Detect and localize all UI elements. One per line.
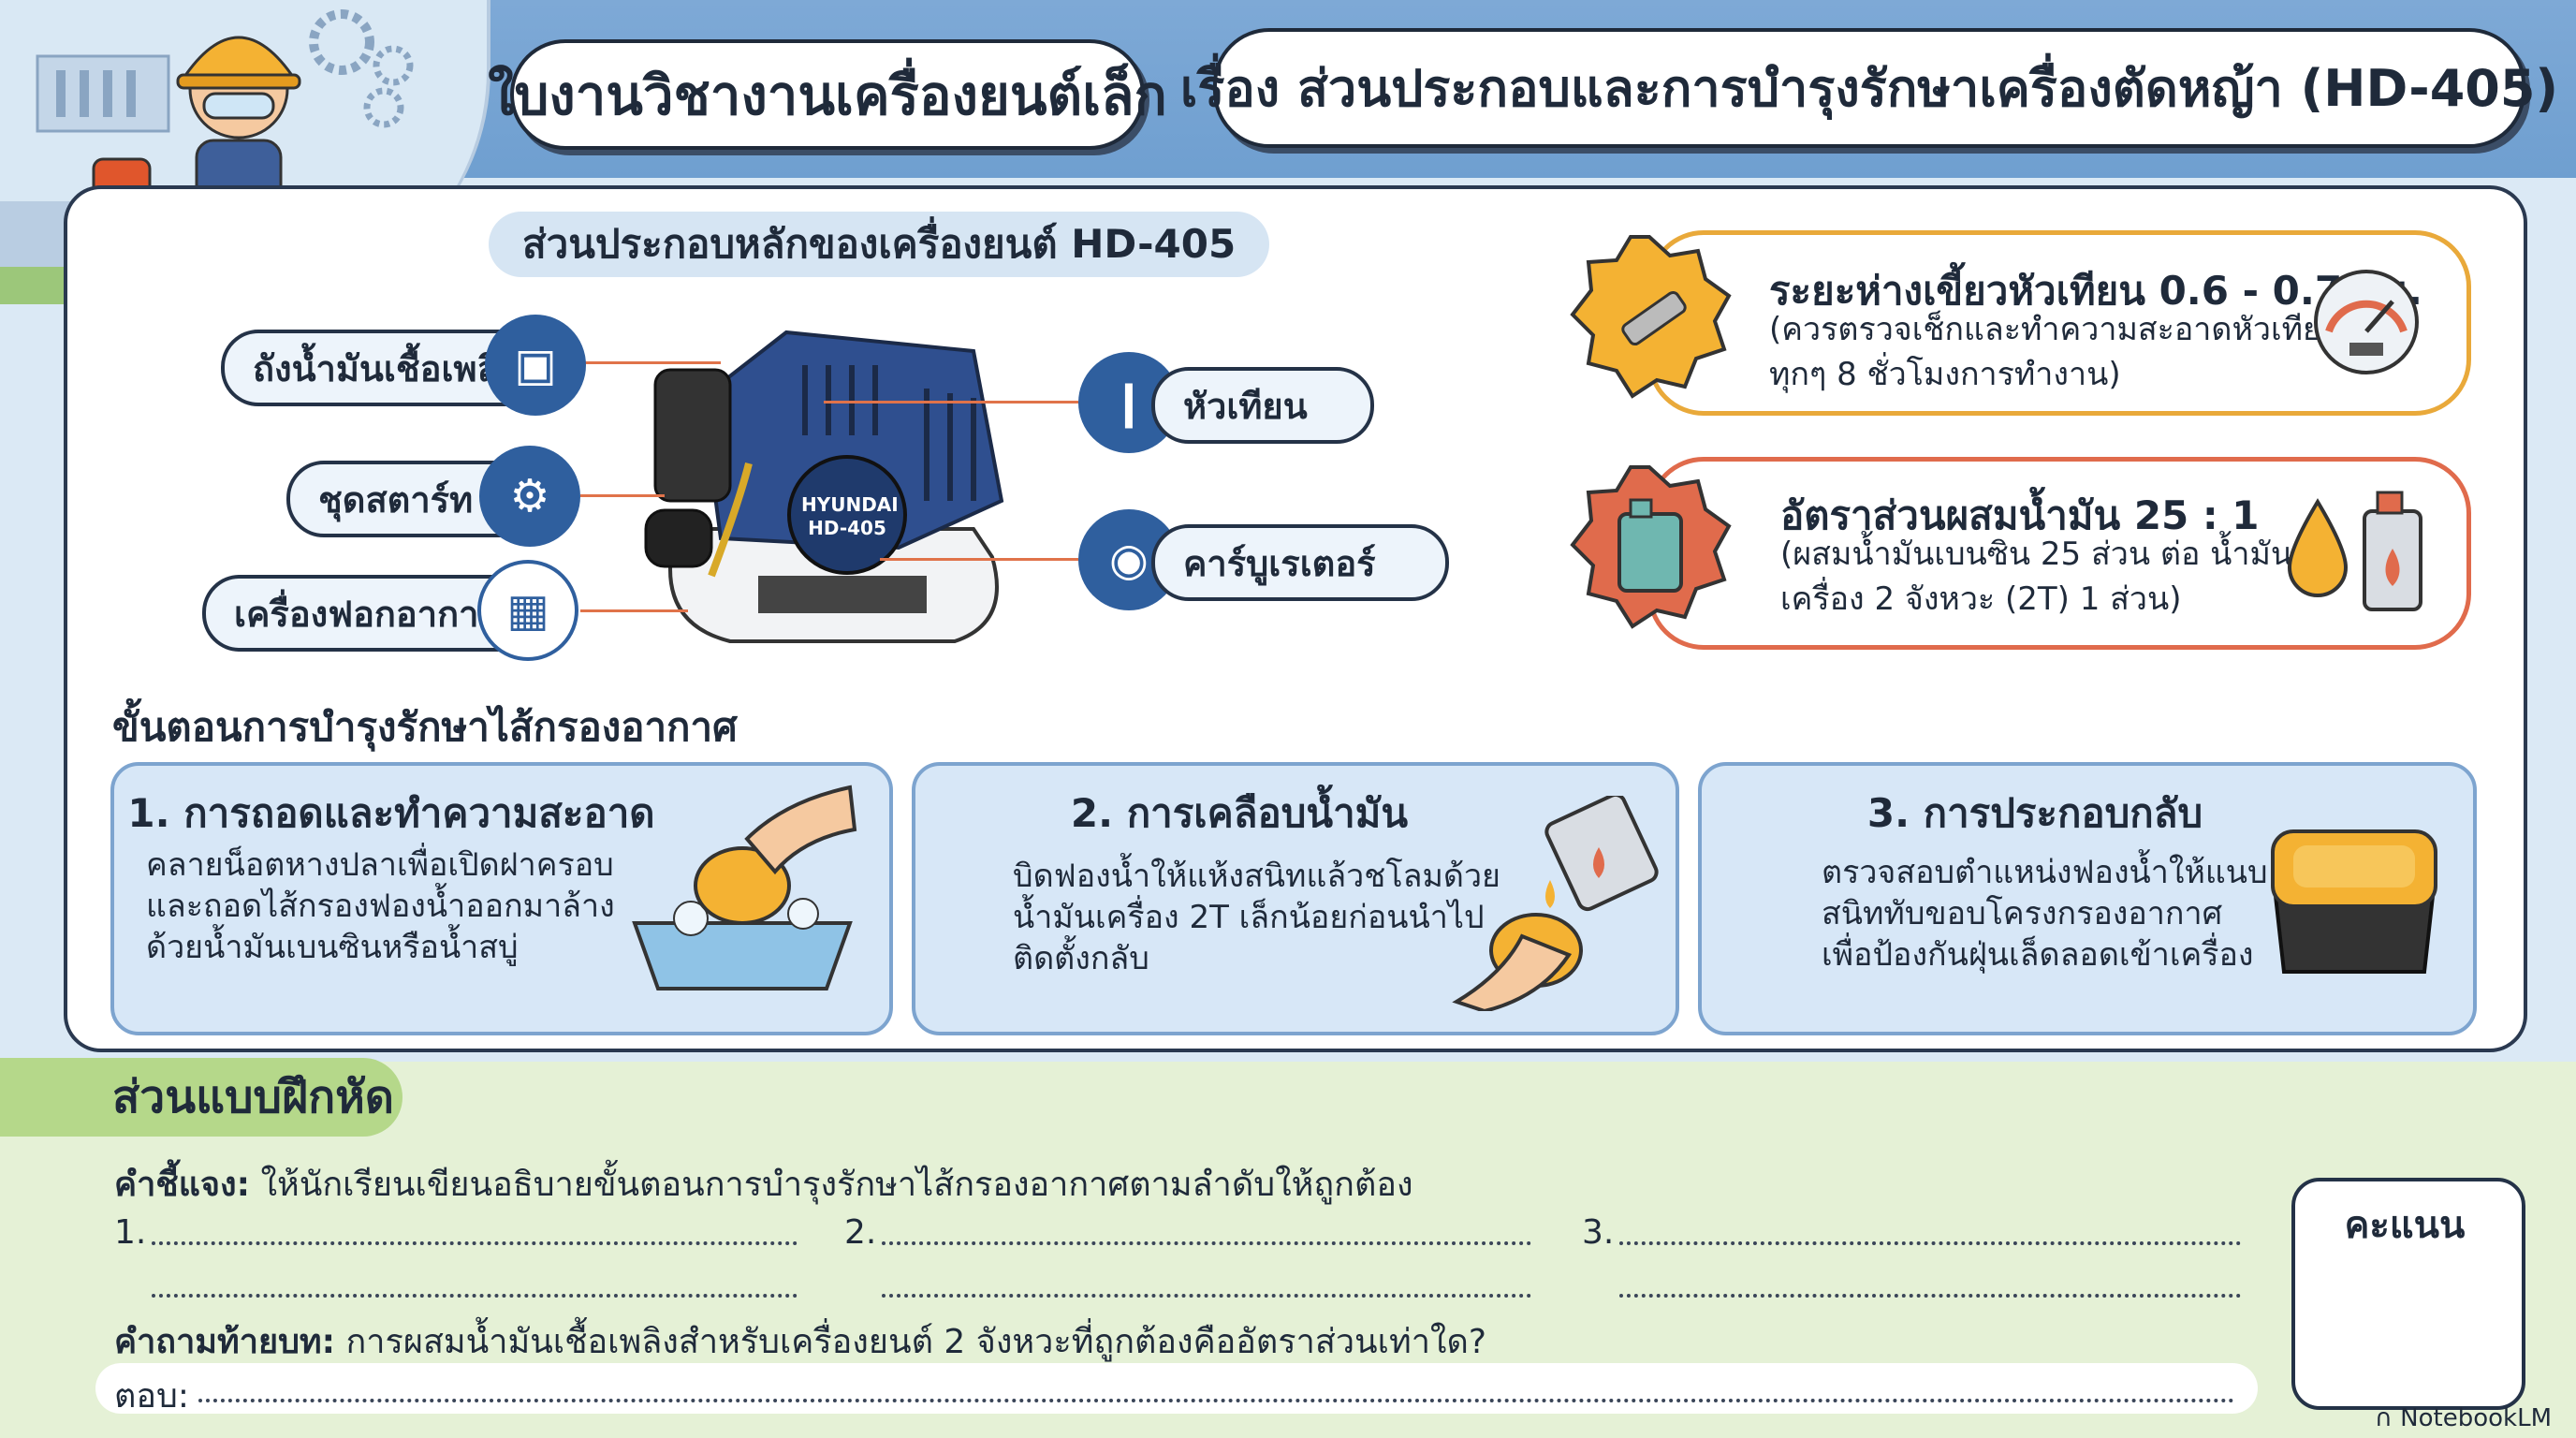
answer-line-1a[interactable] — [152, 1241, 798, 1245]
spark-plug-gap-title: ระยะห่างเขี้ยวหัวเทียน 0.6 - 0.7 มม. — [1769, 268, 2423, 314]
connector-line — [880, 558, 1078, 561]
question-label: คำถามท้ายบท: — [114, 1323, 336, 1361]
fuel-tank-icon: ▣ — [485, 315, 586, 416]
notebooklm-brand: ∩ NotebookLM — [2375, 1404, 2552, 1432]
engine-model-label: HD-405 — [808, 517, 886, 539]
exercise-section-title: ส่วนแบบฝึกหัด — [0, 1058, 402, 1137]
subject-title: ใบงานวิชางานเครื่องยนต์เล็ก — [488, 39, 1167, 150]
step-2-title: 2. การเคลือบน้ำมัน — [1070, 790, 1409, 836]
notebooklm-logo-icon: ∩ — [2374, 1404, 2401, 1432]
gauge-icon — [2310, 266, 2422, 382]
spark-plug-text: หัวเทียน — [1183, 385, 1308, 427]
answer-label: ตอบ: — [114, 1377, 189, 1416]
answer-line-3b[interactable] — [1619, 1294, 2241, 1298]
answer-line-2b[interactable] — [882, 1294, 1531, 1298]
connector-line — [580, 609, 688, 612]
step-2-line-3: ติดตั้งกลับ — [1013, 940, 1149, 977]
answer-bar[interactable] — [95, 1363, 2258, 1414]
step-1-title: 1. การถอดและทำความสะอาด — [127, 790, 655, 836]
answer-line-2a[interactable] — [882, 1241, 1531, 1245]
instruction-text: ให้นักเรียนเขียนอธิบายขั้นตอนการบำรุงรัก… — [250, 1166, 1413, 1204]
step-1-line-3: ด้วยน้ำมันเบนซินหรือน้ำสบู่ — [146, 929, 519, 966]
fuel-mix-note-2: เครื่อง 2 จังหวะ (2T) 1 ส่วน) — [1780, 580, 2182, 618]
fuel-tank-text: ถังน้ำมันเชื้อเพลิง — [253, 347, 517, 389]
question-text: การผสมน้ำมันเชื้อเพลิงสำหรับเครื่องยนต์ … — [335, 1323, 1486, 1361]
instruction-line: คำชี้แจง: ให้นักเรียนเขียนอธิบายขั้นตอนก… — [114, 1157, 1413, 1211]
answer-number-1: 1. — [114, 1213, 147, 1252]
step-1-line-1: คลายน็อตหางปลาเพื่อเปิดฝาครอบ — [146, 846, 614, 884]
answer-line-3a[interactable] — [1619, 1241, 2241, 1245]
step-2-line-2: น้ำมันเครื่อง 2T เล็กน้อยก่อนนำไป — [1013, 899, 1485, 936]
engine-brand-label: HYUNDAI — [801, 493, 899, 516]
score-label: คะแนน — [2344, 1204, 2466, 1247]
engine-illustration: HYUNDAI HD-405 — [618, 314, 1030, 660]
oil-bottle-hand-sponge-icon — [1447, 792, 1672, 1015]
connector-line — [824, 401, 1078, 404]
carburetor-text: คาร์บูเรเตอร์ — [1183, 542, 1376, 584]
brand-text: NotebookLM — [2400, 1404, 2552, 1432]
spark-plug-gap-note-1: (ควรตรวจเช็กและทำความสะอาดหัวเทียน — [1769, 311, 2344, 348]
air-filter-icon: ▦ — [477, 560, 578, 661]
connector-line — [585, 361, 721, 364]
step-3-line-3: เพื่อป้องกันฝุ่นเล็ดลอดเข้าเครื่อง — [1822, 936, 2254, 974]
carburetor-label: คาร์บูเรเตอร์ — [1151, 524, 1449, 601]
step-2-line-1: บิดฟองน้ำให้แห้งสนิทแล้วชโลมด้วย — [1013, 858, 1500, 895]
step-3-line-2: สนิททับขอบโครงกรองอากาศ — [1822, 895, 2223, 932]
engine-icon — [644, 330, 1004, 643]
air-filter-text: เครื่องฟอกอากาศ — [234, 593, 502, 635]
step-3-title: 3. การประกอบกลับ — [1866, 790, 2203, 836]
washing-sponge-basin-icon — [625, 783, 859, 1002]
topic-title: เรื่อง ส่วนประกอบและการบำรุงรักษาเครื่อง… — [1180, 28, 2558, 148]
answer-line-final[interactable] — [198, 1399, 2235, 1402]
fuel-mix-title: อัตราส่วนผสมน้ำมัน 25 : 1 — [1780, 492, 2260, 538]
maintenance-steps-title: ขั้นตอนการบำรุงรักษาไส้กรองอากาศ — [112, 704, 738, 750]
answer-number-2: 2. — [844, 1213, 877, 1252]
oil-drop-and-bottle-icon — [2280, 483, 2430, 618]
answer-number-3: 3. — [1582, 1213, 1615, 1252]
score-box[interactable] — [2291, 1178, 2525, 1410]
connector-line — [580, 494, 665, 497]
starter-gear-icon: ⚙ — [479, 446, 580, 547]
instruction-label: คำชี้แจง: — [114, 1166, 251, 1204]
starter-text: ชุดสตาร์ท — [318, 478, 474, 521]
spark-plug-label: หัวเทียน — [1151, 367, 1374, 444]
spark-plug-badge-icon — [1565, 232, 1734, 401]
components-section-title: ส่วนประกอบหลักของเครื่องยนต์ HD-405 — [489, 212, 1270, 277]
question-line: คำถามท้ายบท: การผสมน้ำมันเชื้อเพลิงสำหรั… — [114, 1314, 1486, 1368]
spark-plug-gap-note-2: ทุกๆ 8 ชั่วโมงการทำงาน) — [1769, 356, 2121, 393]
fuel-mix-note-1: (ผสมน้ำมันเบนซิน 25 ส่วน ต่อ น้ำมัน — [1780, 536, 2293, 573]
air-filter-housing-icon — [2256, 803, 2452, 994]
answer-line-1b[interactable] — [152, 1294, 798, 1298]
step-1-line-2: และถอดไส้กรองฟองน้ำออกมาล้าง — [146, 888, 615, 925]
fuel-mix-badge-icon — [1565, 462, 1734, 631]
step-3-line-1: ตรวจสอบตำแหน่งฟองน้ำให้แนบ — [1822, 854, 2268, 891]
